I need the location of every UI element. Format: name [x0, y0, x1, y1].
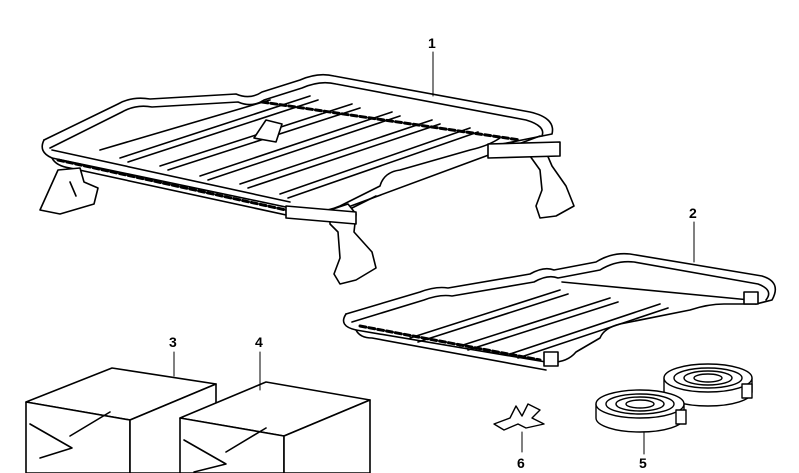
carton-box-left	[25, 351, 217, 473]
callout-4: 4	[255, 334, 263, 350]
callout-6: 6	[517, 455, 525, 471]
carton-box-right	[179, 351, 371, 473]
callout-3: 3	[169, 334, 177, 350]
retaining-clip	[493, 403, 545, 453]
adhesive-tape-rolls	[595, 363, 753, 455]
roof-rack-large	[39, 51, 575, 285]
roof-rack-small	[342, 221, 777, 371]
callout-5: 5	[639, 455, 647, 471]
callout-2: 2	[689, 205, 697, 221]
callout-1: 1	[428, 35, 436, 51]
